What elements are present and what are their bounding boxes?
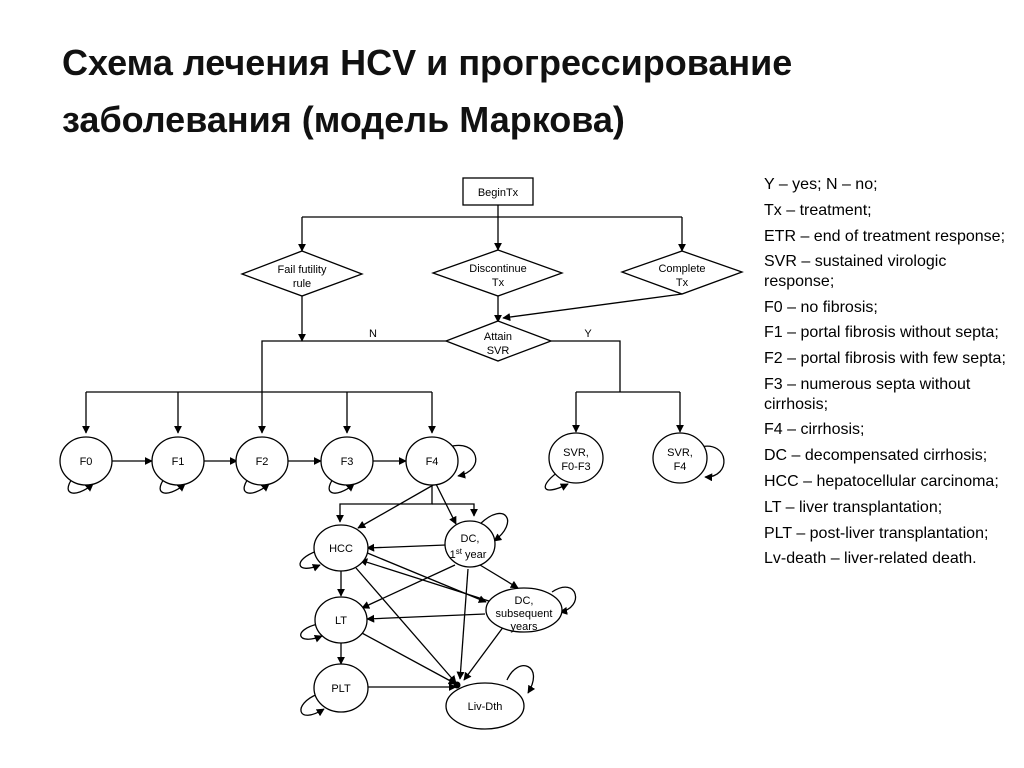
node-f3: [320, 436, 374, 486]
label-begin-tx: BeginTx: [478, 187, 519, 199]
loop-f4: [448, 444, 477, 479]
nodes: [59, 177, 744, 730]
node-dcs: [485, 587, 563, 633]
label-fail-futility-2: rule: [293, 278, 311, 290]
label-plt: PLT: [331, 683, 351, 695]
node-fail-futility: [240, 250, 364, 297]
loop-dcs: [551, 586, 577, 615]
node-svr-f4: [652, 432, 708, 484]
edge-dc1-dcs: [479, 564, 519, 589]
label-f3: F3: [341, 456, 354, 468]
edge-dcs-hcc: [359, 558, 493, 603]
label-dcs-2: subsequent: [496, 608, 553, 620]
edge-label-yes: Y: [584, 328, 592, 340]
node-hcc: [313, 524, 369, 572]
edge-complete-to-attain: [502, 293, 683, 322]
label-svr-f0f3-2: F0-F3: [561, 461, 590, 473]
edge-lt-livdth: [359, 631, 457, 685]
legend-item: Lv-death – liver-related death.: [764, 550, 977, 568]
label-f2: F2: [256, 456, 269, 468]
legend-item: DC – decompensated cirrhosis;: [764, 447, 988, 465]
label-f0: F0: [80, 456, 93, 468]
label-dcs-1: DC,: [515, 595, 534, 607]
label-liv-dth: Liv-Dth: [468, 701, 503, 713]
loop-dc1: [479, 512, 509, 542]
edge-dc1-livdth: [456, 568, 469, 680]
label-svr-f4-2: F4: [674, 461, 687, 473]
label-lt: LT: [335, 615, 347, 627]
edge-dc1-hcc: [366, 543, 447, 552]
title-line-1: Схема лечения HCV и прогрессирование: [62, 42, 793, 83]
edge-label-no: N: [369, 328, 377, 340]
node-discontinue: [431, 249, 564, 297]
label-svr-f4-1: SVR,: [667, 447, 693, 459]
label-f4: F4: [426, 456, 439, 468]
edge-dcs-livdth: [463, 625, 505, 681]
node-labels: BeginTx Fail futility rule Discontinue T…: [80, 187, 706, 713]
label-svr-f0f3-1: SVR,: [563, 447, 589, 459]
edge-attain-no: [261, 340, 446, 392]
node-plt: [313, 663, 369, 713]
legend-item: Y – yes; N – no;: [764, 176, 878, 193]
legend-item: F0 – no fibrosis;: [764, 298, 878, 316]
node-f2: [235, 436, 289, 486]
label-dcs-3: years: [511, 621, 538, 633]
node-begin-tx: [462, 177, 534, 206]
node-dc1: [444, 520, 496, 568]
label-dc1-year: year: [462, 549, 487, 561]
label-hcc: HCC: [329, 543, 353, 555]
label-fail-futility-1: Fail futility: [278, 264, 327, 276]
node-f1: [151, 436, 205, 486]
node-lt: [314, 596, 368, 644]
legend-item: SVR – sustained virologic response;: [764, 253, 947, 290]
node-complete: [620, 250, 744, 295]
label-complete-1: Complete: [658, 263, 705, 275]
node-f0: [59, 436, 113, 486]
legend-item: F2 – portal fibrosis with few septa;: [764, 350, 1006, 368]
legend-item: Tx – treatment;: [764, 201, 872, 219]
label-discontinue-1: Discontinue: [469, 263, 526, 275]
label-attain-svr-1: Attain: [484, 331, 512, 343]
node-attain-svr: [444, 320, 553, 362]
node-liv-dth: [445, 682, 525, 730]
label-f1: F1: [172, 456, 185, 468]
legend-item: F3 – numerous septa without cirrhosis;: [764, 376, 971, 413]
loop-svr-f4: [699, 445, 725, 482]
legend-item: F1 – portal fibrosis without septa;: [764, 324, 999, 342]
label-complete-2: Tx: [676, 277, 689, 289]
loop-lt: [300, 623, 323, 643]
edge-dc1-lt: [361, 564, 456, 609]
label-dc1-1: DC,: [461, 533, 480, 545]
loop-livdth: [506, 665, 536, 694]
label-dc1-sup: st: [456, 547, 463, 556]
edge-hcc-livdth: [355, 567, 457, 684]
edge-f4-to-dc1-line: [432, 503, 478, 517]
slide-title: Схема лечения HCV и прогрессирование заб…: [62, 34, 962, 148]
title-line-2: заболевания (модель Маркова): [62, 99, 625, 140]
loop-hcc: [299, 550, 321, 572]
loop-plt: [300, 693, 325, 717]
edge-dcs-lt: [366, 613, 486, 623]
legend-item: LT – liver transplantation;: [764, 498, 943, 516]
label-dc1-2: 1st year: [450, 547, 487, 561]
junction-dot: [453, 681, 461, 689]
legend-item: ETR – end of treatment response;: [764, 227, 1006, 245]
edges: [67, 205, 725, 717]
edge-f4-dc1: [435, 483, 457, 525]
label-attain-svr-2: SVR: [487, 345, 510, 357]
edge-attain-yes: [551, 340, 621, 392]
node-svr-f0f3: [548, 432, 604, 484]
edge-f4-hcc: [357, 483, 436, 529]
label-discontinue-2: Tx: [492, 277, 505, 289]
edge-f4-to-hcc-line: [336, 484, 433, 523]
legend-item: PLT – post-liver transplantation;: [764, 524, 989, 542]
legend-item: F4 – cirrhosis;: [764, 421, 865, 439]
legend-item: HCC – hepatocellular carcinoma;: [764, 472, 999, 490]
abbreviation-legend: Y – yes; N – no; Tx – treatment; ETR – e…: [764, 175, 1009, 575]
label-dc1-num: 1: [450, 549, 456, 561]
node-f4: [405, 436, 459, 486]
